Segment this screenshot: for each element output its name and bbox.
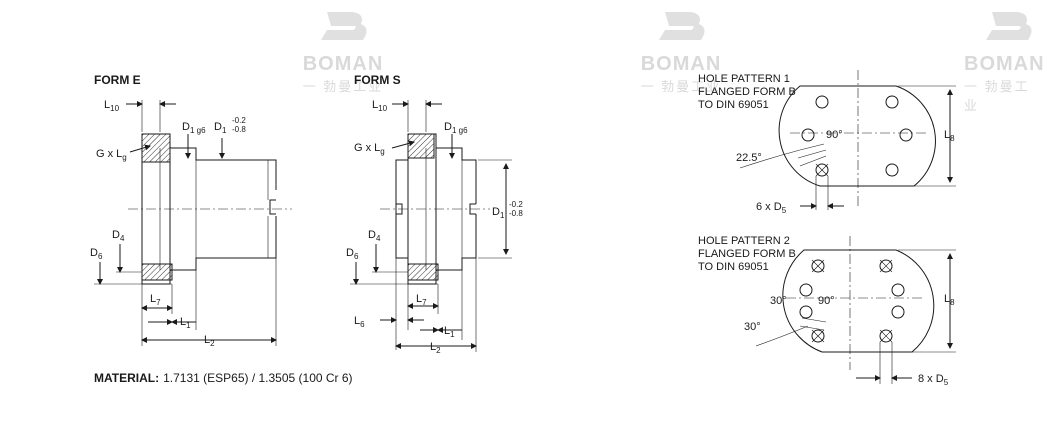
- form-e-d4-label: D4: [112, 229, 125, 243]
- hp2-flange-outline: [782, 249, 935, 353]
- hp1-title-line2: FLANGED FORM B: [698, 86, 796, 98]
- watermark-logo: BOMAN 一 勃曼工业: [288, 8, 398, 95]
- form-e-d6-label: D6: [90, 247, 103, 261]
- form-s-l2-label: L2: [430, 341, 441, 355]
- hp2-hole: [879, 329, 893, 343]
- form-e-body-bottom: [170, 216, 277, 271]
- hp2-title-line3: TO DIN 69051: [698, 261, 769, 273]
- boman-logo-icon: [659, 12, 705, 40]
- form-e-thread-hatch: [141, 133, 171, 163]
- form-e-l2-label: L2: [204, 334, 215, 348]
- form-e-d1g6-label: D1 g6: [182, 121, 206, 135]
- form-e-tol-upper: -0.2: [232, 116, 246, 125]
- form-s-d6-label: D6: [346, 247, 359, 261]
- form-e-bottom-hatch: [141, 263, 173, 281]
- hp2-hole: [891, 283, 905, 297]
- watermark-brand: BOMAN: [302, 53, 384, 75]
- watermark-brand: BOMAN: [964, 53, 1044, 75]
- form-e-l10-label: L10: [104, 99, 120, 113]
- hp2-hole: [799, 305, 813, 319]
- hp2-holes-label: 8 x D5: [918, 373, 949, 387]
- form-s-d1g6-label: D1 g6: [444, 121, 468, 135]
- form-s-l7-label: L7: [416, 293, 427, 307]
- form-s-bottom-hatch: [407, 263, 439, 281]
- watermark-sub: 一 勃曼工业: [302, 79, 384, 94]
- form-e-notch: [269, 199, 276, 215]
- form-e-l1-label: L1: [180, 316, 191, 330]
- form-e-gxlg-label: G x Lg: [96, 148, 127, 162]
- hp1-angle-90: 90°: [826, 129, 843, 141]
- boman-logo-icon: [986, 12, 1032, 40]
- form-s-left-body: [395, 159, 408, 259]
- hp2-title-line1: HOLE PATTERN 2: [698, 235, 790, 247]
- form-s-l10-label: L10: [372, 99, 388, 113]
- hp2-angle-30a: 30°: [770, 295, 787, 307]
- hp1-angle-22: 22.5°: [736, 152, 762, 164]
- form-e-l7-label: L7: [150, 293, 161, 307]
- material-note: MATERIAL: 1.7131 (ESP65) / 1.3505 (100 Cr…: [94, 371, 353, 385]
- hp1-title-line1: HOLE PATTERN 1: [698, 73, 790, 85]
- form-s-d4-label: D4: [368, 229, 381, 243]
- hole-pattern-2: HOLE PATTERN 2 FLANGED FORM B TO DIN 690…: [698, 235, 956, 387]
- material-label: MATERIAL:: [94, 371, 159, 385]
- form-s-tol-upper: -0.2: [509, 200, 523, 209]
- form-e-tol-lower: -0.8: [232, 125, 246, 134]
- form-s-l6-label: L6: [354, 315, 365, 329]
- hp1-l8-label: L8: [944, 129, 955, 143]
- form-s-drawing: FORM S L10 D1 g6 G x Lg D1 -0.2 -0.8: [346, 73, 523, 355]
- hp2-angle-30b: 30°: [744, 321, 761, 333]
- hp2-l8-label: L8: [944, 293, 955, 307]
- form-s-right-bottom: [436, 214, 477, 271]
- hp1-hole: [899, 128, 913, 142]
- hp1-holes-label: 6 x D5: [756, 201, 787, 215]
- form-e-d1-label: D1: [214, 121, 227, 135]
- hp2-hole: [799, 283, 813, 297]
- hp1-hole: [885, 95, 899, 109]
- form-s-right-top: [436, 147, 477, 204]
- form-e-title: FORM E: [94, 73, 141, 87]
- form-s-d1-label: D1: [492, 206, 505, 220]
- hole-pattern-1: HOLE PATTERN 1 FLANGED FORM B TO DIN 690…: [698, 70, 956, 215]
- hp2-angle-90: 90°: [818, 295, 835, 307]
- form-e-drawing: FORM E L10 D1 g6 D1 -0.2 -0.8 G x Lg: [90, 73, 292, 348]
- form-s-tol-lower: -0.8: [509, 209, 523, 218]
- hp2-hole: [811, 329, 825, 343]
- hp1-hole: [815, 95, 829, 109]
- watermark-brand: BOMAN: [640, 53, 722, 75]
- form-s-gxlg-label: G x Lg: [354, 142, 385, 156]
- watermark-logo: BOMAN 一 勃曼工业: [626, 8, 736, 95]
- hp2-hole: [879, 259, 893, 273]
- form-e-body-top: [170, 147, 277, 190]
- form-s-l1-label: L1: [444, 325, 455, 339]
- hp2-title-line2: FLANGED FORM B: [698, 248, 796, 260]
- form-s-title: FORM S: [354, 73, 401, 87]
- hp1-hole: [815, 163, 829, 177]
- watermark-sub: 一 勃曼工业: [640, 79, 722, 94]
- form-s-thread-hatch: [407, 133, 435, 159]
- hp1-hole: [885, 163, 899, 177]
- hp2-hole: [891, 305, 905, 319]
- boman-logo-icon: [321, 12, 367, 40]
- hp2-hole: [811, 259, 825, 273]
- watermark-sub: 一 勃曼工业: [964, 79, 1030, 113]
- material-value: 1.7131 (ESP65) / 1.3505 (100 Cr 6): [163, 371, 352, 385]
- hp1-hole: [801, 128, 815, 142]
- hp1-title-line3: TO DIN 69051: [698, 99, 769, 111]
- watermark-logo: BOMAN 一 勃曼工业: [964, 8, 1044, 114]
